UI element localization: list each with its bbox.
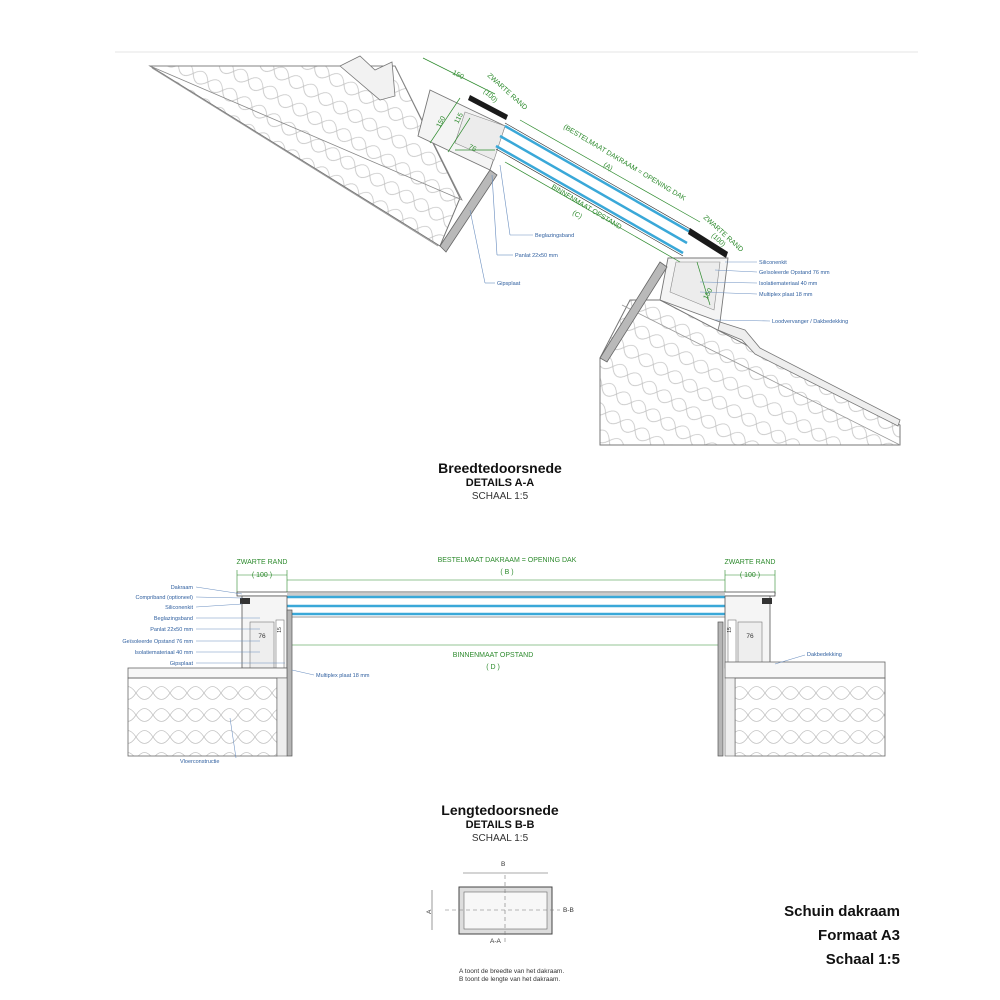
key-aa: A-A: [490, 938, 502, 945]
section-b-subtitle: DETAILS B-B: [465, 819, 535, 831]
callout-dakraam: Dakraam: [171, 585, 194, 591]
binnenmaat-c-sub: (C): [571, 210, 583, 221]
section-b-title: Lengtedoorsnede: [441, 802, 559, 818]
zwarte-rand-left-sub: (100): [482, 88, 499, 104]
section-a-callouts: Beglazingsband Panlat 22x50 mm Gipsplaat…: [497, 233, 848, 325]
callout-compriband: Compriband (optioneel): [136, 595, 194, 601]
callout-beglazingsband-b: Beglazingsband: [154, 616, 193, 622]
callout-opstand: Geïsoleerde Opstand 76 mm: [759, 270, 830, 276]
bestelmaat-b-sub: ( B ): [500, 569, 513, 576]
binnenmaat-d: BINNENMAAT OPSTAND: [453, 652, 534, 659]
dim-76-left-b: 76: [258, 633, 266, 640]
section-b-small-dims: 76 76 15 15: [258, 627, 754, 640]
dim-150-side: 150: [436, 115, 448, 129]
orientation-key: [431, 872, 560, 945]
callout-dakbedekking-b: Dakbedekking: [807, 652, 842, 658]
key-note-a: A toont de breedte van het dakraam.: [459, 968, 565, 975]
callout-panlat-b: Panlat 22x50 mm: [150, 627, 193, 633]
callout-loodvervanger: Loodvervanger / Dakbedekking: [772, 319, 848, 325]
section-a-scale: SCHAAL 1:5: [471, 491, 529, 502]
title-block: Schuin dakraam Formaat A3 Schaal 1:5: [784, 900, 900, 972]
dim-115: 115: [454, 112, 465, 125]
zwarte-rand-right-b: ZWARTE RAND: [725, 559, 776, 566]
dim-15-left: 15: [277, 627, 283, 633]
callout-isolatie: Isolatiemateriaal 40 mm: [759, 281, 818, 287]
callout-siliconenkit: Siliconenkit: [759, 260, 787, 266]
section-b-dimensions: ZWARTE RAND ( 100 ) BESTELMAAT DAKRAAM =…: [237, 557, 776, 671]
callout-gipsplaat: Gipsplaat: [497, 281, 521, 287]
callout-beglazingsband: Beglazingsband: [535, 233, 574, 239]
zwarte-rand-left-b-sub: ( 100 ): [252, 572, 272, 579]
title-block-scale: Schaal 1:5: [825, 951, 900, 968]
key-bb: B-B: [563, 907, 574, 914]
orientation-key-labels: B A B-B A-A: [426, 861, 574, 945]
key-b: B: [501, 861, 505, 868]
callout-opstand-b: Geïsoleerde Opstand 76 mm: [122, 639, 193, 645]
dim-15-right: 15: [727, 627, 733, 633]
zwarte-rand-left-b: ZWARTE RAND: [237, 559, 288, 566]
key-a: A: [426, 909, 433, 914]
section-b-callouts: Dakraam Compriband (optioneel) Siliconen…: [122, 585, 193, 667]
section-a-subtitle: DETAILS A-A: [465, 477, 535, 489]
section-b-caption: Lengtedoorsnede DETAILS B-B SCHAAL 1:5: [0, 802, 1000, 844]
section-b-drawing: [127, 570, 886, 759]
dim-150-right: 150: [703, 287, 715, 301]
callout-vloerconstructie: Vloerconstructie: [180, 759, 219, 765]
binnenmaat-c: BINNENMAAT OPSTAND: [550, 184, 623, 231]
callout-multiplex-b: Multiplex plaat 18 mm: [316, 673, 370, 679]
dim-76-right-b: 76: [746, 633, 754, 640]
key-note-b: B toont de lengte van het dakraam.: [459, 976, 561, 983]
section-b-scale: SCHAAL 1:5: [471, 833, 529, 844]
dim-76: 76: [467, 144, 477, 154]
zwarte-rand-right-b-sub: ( 100 ): [740, 572, 760, 579]
callout-siliconenkit-b: Siliconenkit: [165, 605, 193, 611]
zwarte-rand-right: ZWARTE RAND: [702, 214, 745, 253]
zwarte-rand-left: ZWARTE RAND: [486, 72, 529, 111]
title-block-format: Formaat A3: [818, 927, 900, 944]
section-a-caption: Breedtedoorsnede DETAILS A-A SCHAAL 1:5: [0, 460, 1000, 502]
bestelmaat-b: BESTELMAAT DAKRAAM = OPENING DAK: [438, 557, 577, 564]
callout-multiplex: Multiplex plaat 18 mm: [759, 292, 813, 298]
section-a-drawing: [148, 55, 901, 446]
callout-panlat: Panlat 22x50 mm: [515, 253, 558, 259]
dim-150-top: 150: [451, 70, 465, 82]
callout-isolatie-b: Isolatiemateriaal 40 mm: [135, 650, 194, 656]
bestelmaat-a-sub: (A): [602, 162, 614, 173]
callout-gipsplaat-b: Gipsplaat: [170, 661, 194, 667]
binnenmaat-d-sub: ( D ): [486, 664, 500, 671]
section-a-title: Breedtedoorsnede: [438, 460, 562, 476]
title-block-product: Schuin dakraam: [784, 903, 900, 920]
key-note: A toont de breedte van het dakraam. B to…: [459, 968, 564, 984]
bestelmaat-a: (BESTELMAAT DAKRAAM = OPENING DAK: [562, 124, 687, 203]
